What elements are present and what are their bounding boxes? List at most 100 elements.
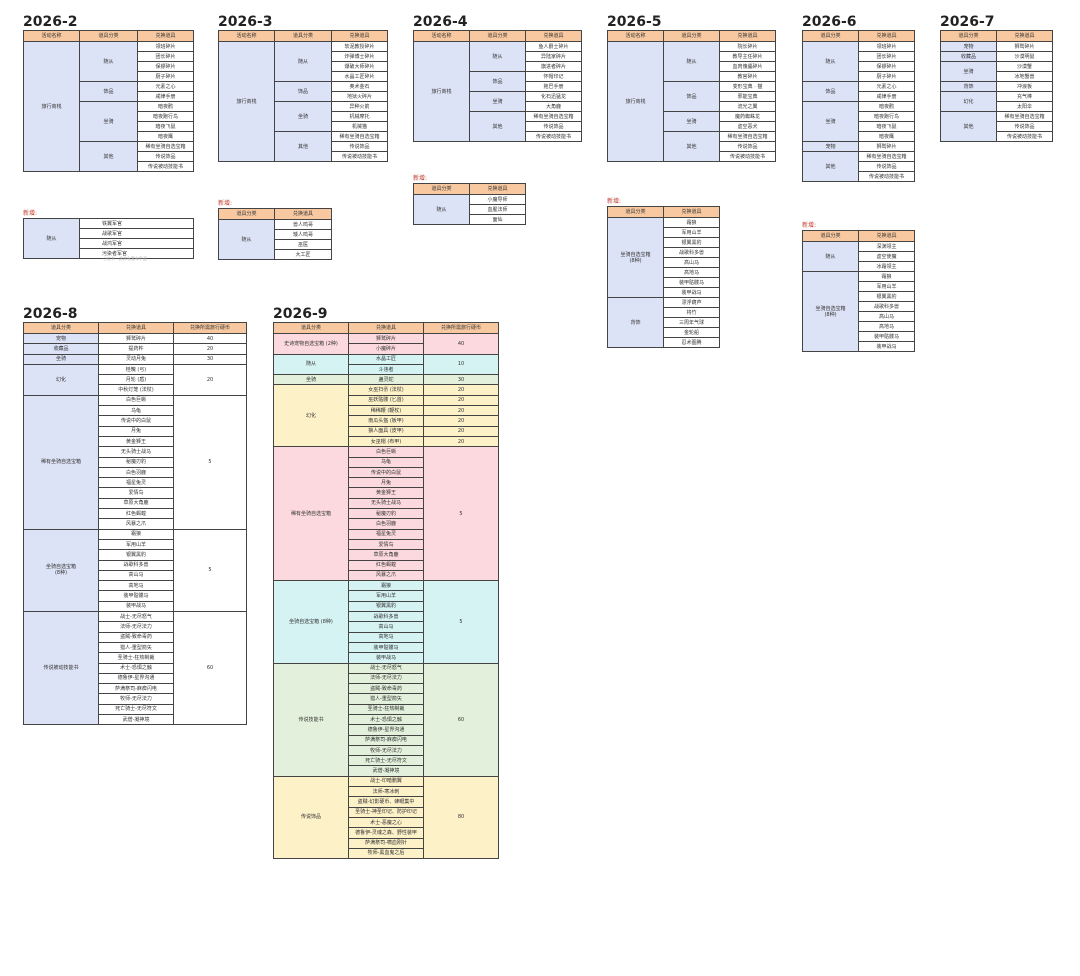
month-title: 2026-8 [23, 306, 78, 322]
table-row: 传说被动技能书 [941, 131, 1053, 142]
activity-name-cell: 旅行商栈 [607, 41, 664, 162]
item-cell: 稀有坐骑自选宝箱 [525, 111, 582, 122]
category-cell: 其他 [469, 111, 526, 142]
item-cell: 福星兔灵 [98, 477, 174, 489]
category-cell: 宠物 [802, 141, 859, 152]
item-cell: 稀有坐骑自选宝箱 [137, 141, 194, 152]
item-cell: 盗贼-致命毒药 [348, 683, 424, 695]
table-row: 随从铁翼军官 [23, 218, 194, 259]
item-cell: 深渊领主 [858, 241, 915, 252]
table-row: 旅行商栈随从软泥教授碎片 [218, 41, 388, 162]
item-cell: 冰霜领主 [858, 261, 915, 272]
column-header: 兑换道具 [858, 230, 915, 242]
category-cell: 随从 [23, 218, 80, 259]
table-row: 传说被动技能书 [608, 151, 776, 162]
item-cell: 魔药蜘蛛龙 [719, 111, 776, 122]
column-header: 道具分类 [23, 322, 99, 334]
item-cell: 保镖碎片 [137, 61, 194, 72]
item-cell: 传说被动技能书 [525, 131, 582, 142]
item-cell: 战歌科多兽 [858, 301, 915, 312]
table-row: 其他稀有坐骑自选宝箱 [24, 141, 194, 172]
item-cell: 爱情鸟 [348, 538, 424, 551]
item-cell: 桂魄 (弓) [98, 363, 174, 376]
item-cell: 狼人面具 (皮甲) [348, 425, 424, 437]
item-cell: 炸弹博士碎片 [331, 51, 388, 62]
table-row: 坐骑沙漠蟹 [940, 61, 1053, 82]
header-row: 活动名称道具分类兑换道具 [23, 30, 194, 42]
new-items-table: 随从铁翼军官战歌军官战鸿军官污染者军官 [23, 218, 194, 259]
item-cell: 流光之翼 [719, 101, 776, 112]
item-cell: 乌龟 [348, 456, 424, 468]
item-cell: 爆破大师碎片 [331, 61, 388, 72]
category-cell: 幻化 [23, 363, 99, 396]
item-cell: 牧师-无尽法力 [98, 693, 174, 705]
column-header: 道具分类 [802, 230, 859, 242]
exchange-table: 活动名称道具分类兑换道具旅行商栈随从鱼人爵士碎片异陆家碎片旗进者碎片饰品怀帽印记… [413, 30, 582, 142]
item-cell: 稀有坐骑自选宝箱 [996, 111, 1053, 122]
item-cell: 咸律手册 [858, 91, 915, 102]
table-row: 坐骑化石迅猛龙 [414, 91, 582, 112]
table-row: 传说被动技能书 [219, 151, 388, 162]
new-items-block: 新增:道具分类兑换道具坐骑自选宝箱 (8种)霜狼军用山羊银翼黑豹战歌科多兽高山马… [607, 198, 720, 348]
new-items-table: 道具分类兑换道具随从深渊领主虚空使魔冰霜领主坐骑自选宝箱 (8种)霜狼军用山羊银… [802, 230, 915, 352]
item-cell: 传说饰品 [719, 141, 776, 152]
column-header: 兑换道具 [719, 30, 776, 42]
item-cell: 传说饰品 [137, 151, 194, 162]
category-cell: 收藏品 [940, 51, 997, 62]
item-cell: 猎人-重型箭矢 [348, 693, 424, 705]
item-cell: 狮鹫碎片 [858, 141, 915, 152]
item-cell: 传说中的白鼠 [348, 466, 424, 479]
item-cell: 军用山羊 [348, 590, 424, 602]
month-title: 2026-6 [802, 14, 857, 30]
new-items-block: 新增:道具分类兑换道具随从深渊领主虚空使魔冰霜领主坐骑自选宝箱 (8种)霜狼军用… [802, 222, 915, 352]
item-cell: 白色巨蜥 [98, 394, 174, 407]
item-cell: 战士-无尽怒气 [348, 662, 424, 674]
category-cell: 随从 [663, 41, 720, 82]
new-items-table: 道具分类兑换道具随从小魔导师血腥法师面仙 [413, 183, 526, 225]
category-cell: 随从 [802, 241, 859, 272]
item-cell: 暗夜跑行鸟 [137, 111, 194, 122]
cost-cell: 5 [423, 446, 499, 582]
cost-cell: 60 [173, 611, 247, 726]
category-cell: 坐骑 [802, 101, 859, 142]
column-header: 活动名称 [607, 30, 664, 42]
cost-cell: 40 [423, 333, 499, 355]
table-row: 其他稀有坐骑自选宝箱 [414, 111, 582, 142]
item-cell: 高山马 [663, 257, 720, 268]
item-cell: 战歌科多兽 [98, 559, 174, 571]
cost-cell: 10 [423, 353, 499, 376]
category-cell: 随从 [469, 41, 526, 72]
item-cell: 法师-无尽法力 [348, 672, 424, 685]
item-cell: 风暴之爪 [98, 518, 174, 530]
item-cell: 无头骑士战马 [98, 446, 174, 458]
item-cell: 红色蝎蝗 [98, 508, 174, 520]
item-cell: 蛊灵蛇 [348, 374, 424, 386]
header-row: 道具分类兑换道具兑换所需旅行硬币 [23, 322, 247, 334]
item-cell: 盗贼-幻影硬币、蜂眼集中 [348, 796, 424, 808]
item-cell: 霜狼 [858, 271, 915, 282]
header-row: 活动名称道具分类兑换道具 [413, 30, 582, 42]
column-header: 兑换道具 [525, 30, 582, 42]
cost-cell: 20 [173, 343, 247, 355]
item-cell: 猎人-重型箭矢 [98, 641, 174, 654]
item-cell: 太阳伞 [996, 101, 1053, 112]
table-row: 幻化女巫扫帚 (法杖)20 [273, 384, 499, 448]
column-header: 兑换道具 [663, 206, 720, 218]
category-cell: 随从 [273, 353, 349, 376]
column-header: 兑换所需旅行硬币 [423, 322, 499, 334]
column-header: 兑换所需旅行硬币 [173, 322, 247, 334]
header-row: 道具分类兑换道具 [940, 30, 1053, 42]
item-cell: 机械猫 [331, 121, 388, 132]
exchange-table: 道具分类兑换道具宠物狮鹫碎片收藏品沙漠明鼠坐骑沙漠蟹冰地蟹兽背饰冲浪板幻化充气棒… [940, 30, 1053, 142]
table-row: 随从小魔导师 [413, 194, 526, 225]
item-cell: 月兔 [348, 477, 424, 489]
item-cell: 元素之心 [858, 81, 915, 92]
month-title: 2026-2 [23, 14, 78, 30]
item-cell: 团长碎片 [858, 51, 915, 62]
